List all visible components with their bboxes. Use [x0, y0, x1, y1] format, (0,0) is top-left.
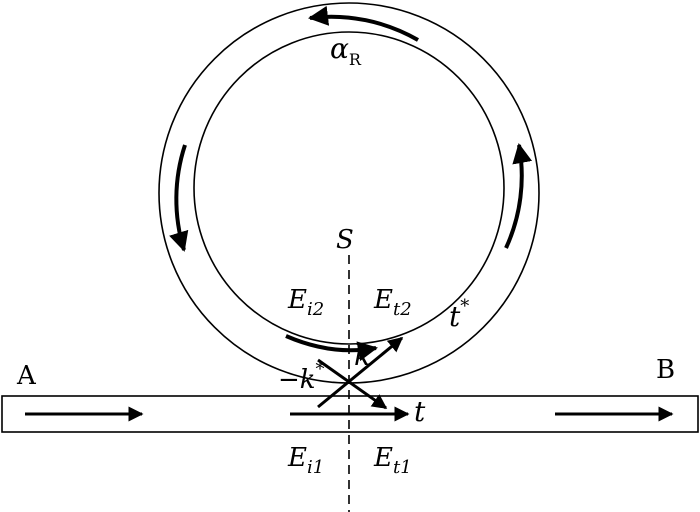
neg-k-star-arrow — [317, 358, 388, 410]
t-star-label: t* — [449, 296, 469, 333]
et2-e: E — [373, 285, 393, 315]
k-arrow — [317, 336, 404, 409]
ring-flow-arrow-right — [504, 143, 533, 249]
port-b-label: B — [656, 355, 675, 385]
k-label: k — [354, 339, 371, 372]
ei2-sub: i2 — [307, 299, 324, 320]
ei1-label: Ei1 — [287, 443, 324, 478]
ring-flow-arrow-top — [308, 5, 419, 42]
alpha-symbol: α — [330, 32, 349, 65]
bus-waveguide — [1, 395, 699, 433]
et1-e: E — [373, 443, 393, 473]
et2-sub: t2 — [393, 299, 412, 320]
ring-flow-arrow-coupling — [285, 334, 378, 362]
ring-inner-edge — [193, 31, 505, 345]
ei1-sub: i1 — [307, 457, 324, 478]
ei2-label: Ei2 — [287, 285, 324, 320]
neg-k-star-label: −k* — [278, 359, 325, 395]
ring-flow-arrow-left — [169, 144, 189, 252]
neg-k-star-asterisk: * — [316, 359, 325, 380]
t-star-t: t — [449, 300, 461, 333]
t-label: t — [414, 395, 426, 428]
ei2-e: E — [287, 285, 307, 315]
t-star-asterisk: * — [460, 296, 469, 317]
neg-k-star-k: −k — [278, 365, 316, 395]
et1-sub: t1 — [393, 457, 412, 478]
et1-label: Et1 — [373, 443, 412, 478]
port-a-label: A — [16, 361, 37, 391]
alpha-r-label: αR — [330, 32, 362, 69]
alpha-subscript: R — [349, 50, 362, 69]
plane-s-label: S — [336, 225, 354, 255]
ei1-e: E — [287, 443, 307, 473]
et2-label: Et2 — [373, 285, 412, 320]
